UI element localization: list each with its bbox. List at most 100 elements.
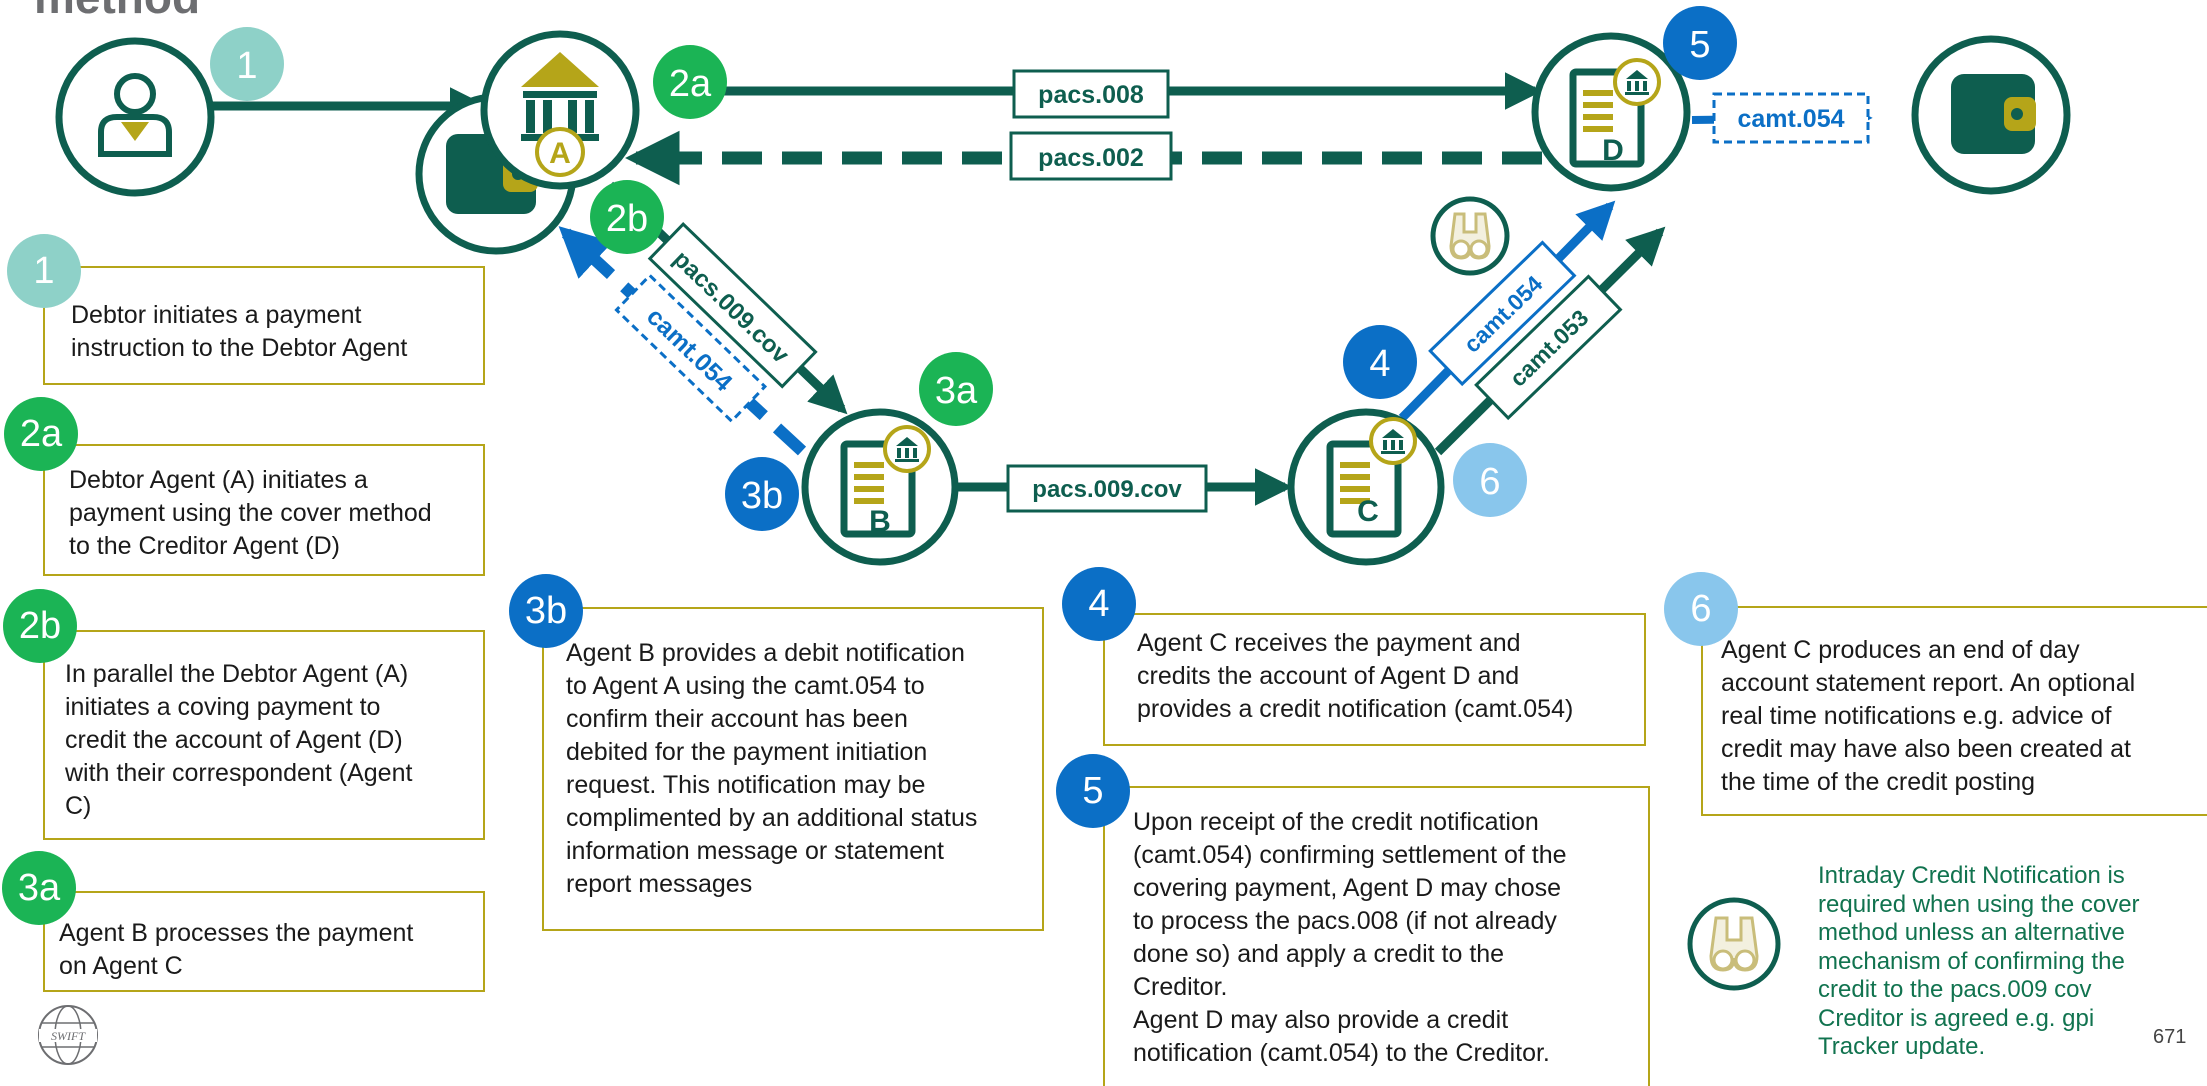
step-5-line: Creditor. [1133, 973, 1228, 1001]
node-creditor [1911, 35, 2071, 195]
node-creditor-agent-letter: D [1602, 134, 1624, 167]
svg-text:5: 5 [1689, 24, 1710, 66]
node-debtor-agent-letter: A [549, 137, 571, 170]
svg-text:3b: 3b [741, 475, 783, 517]
label-pacs002-text: pacs.002 [1038, 144, 1144, 172]
svg-text:2a: 2a [669, 63, 712, 105]
creditor-wallet-icon [1951, 74, 2036, 154]
page-number: 671 [2153, 1026, 2187, 1048]
node-debtor-agent: A [415, 30, 640, 255]
step-badge-6: 6 [1664, 572, 1738, 646]
label-camt054-c: camt.054 [1428, 240, 1577, 387]
step-3b-line: complimented by an additional status [566, 804, 978, 832]
step-6-line: account statement report. An optional [1721, 669, 2136, 697]
step-box-1: Debtor initiates a payment instruction t… [43, 266, 485, 385]
svg-text:1: 1 [236, 45, 257, 87]
node-agent-b-letter: B [869, 505, 891, 538]
flow-badge-5: 5 [1663, 6, 1737, 80]
mini-bank-icon [1625, 70, 1649, 95]
flow-badge-2b: 2b [590, 180, 664, 254]
flow-badge-3b: 3b [725, 457, 799, 531]
step-2a-line: Debtor Agent (A) initiates a [69, 466, 368, 494]
step-badge-2a: 2a [4, 397, 78, 471]
legend-line: method unless an alternative [1818, 919, 2125, 946]
legend-note: Intraday Credit Notification is required… [1818, 862, 2178, 1062]
step-5-line: (camt.054) confirming settlement of the [1133, 841, 1567, 869]
step-box-3a: Agent B processes the payment on Agent C [43, 891, 485, 992]
node-agent-c: C [1287, 408, 1445, 566]
step-3b-line: information message or statement [566, 837, 944, 865]
step-3a-line: Agent B processes the payment [59, 919, 414, 947]
agent-b-mini-bank-icon [895, 437, 919, 462]
svg-text:2b: 2b [606, 198, 648, 240]
step-badge-2b: 2b [3, 589, 77, 663]
flow-badge-4: 4 [1343, 325, 1417, 399]
person-icon [98, 73, 172, 157]
step-box-2a: Debtor Agent (A) initiates a payment usi… [43, 444, 485, 576]
step-box-4: Agent C receives the payment and credits… [1103, 613, 1646, 746]
label-pacs009cov-horiz: pacs.009.cov [1006, 464, 1208, 513]
legend-line: Intraday Credit Notification is [1818, 862, 2125, 889]
flow-badge-3a: 3a [919, 352, 993, 426]
step-badge-3b: 3b [509, 574, 583, 648]
step-5-line: Upon receipt of the credit notification [1133, 808, 1539, 836]
node-agent-c-letter: C [1357, 495, 1379, 528]
step-2b-line: initiates a coving payment to [65, 693, 381, 721]
page-title: method [34, 0, 200, 24]
node-debtor [55, 37, 215, 197]
step-5-line: Agent D may also provide a credit [1133, 1006, 1509, 1034]
step-5-line: done so) and apply a credit to the [1133, 940, 1505, 968]
step-2b-line: In parallel the Debtor Agent (A) [65, 660, 409, 688]
step-5-line: notification (camt.054) to the Creditor. [1133, 1039, 1550, 1067]
step-2a-line: to the Creditor Agent (D) [69, 532, 340, 560]
step-2a-line: payment using the cover method [69, 499, 432, 527]
step-badge-5: 5 [1056, 754, 1130, 828]
step-3b-line: to Agent A using the camt.054 to [566, 672, 925, 700]
node-creditor-agent: D [1531, 32, 1691, 192]
step-box-3b: Agent B provides a debit notification to… [542, 607, 1044, 931]
label-pacs009cov-horiz-text: pacs.009.cov [1032, 476, 1182, 503]
swift-logo-text: SWIFT [51, 1029, 86, 1043]
step-2b-line: credit the account of Agent (D) [65, 726, 403, 754]
legend-line: credit to the pacs.009 cov [1818, 976, 2092, 1003]
node-agent-b: B [801, 408, 959, 566]
step-4-line: provides a credit notification (camt.054… [1137, 695, 1574, 723]
step-6-line: credit may have also been created at [1721, 735, 2131, 763]
step-6-line: the time of the credit posting [1721, 768, 2036, 796]
binoculars-icon [1430, 196, 1510, 276]
step-badge-4: 4 [1062, 567, 1136, 641]
step-6-line: Agent C produces an end of day [1721, 636, 2080, 664]
step-5-line: to process the pacs.008 (if not already [1133, 907, 1557, 935]
document-icon [1569, 68, 1645, 168]
step-3b-line: request. This notification may be [566, 771, 926, 799]
step-3b-line: Agent B provides a debit notification [566, 639, 965, 667]
legend-binoculars-icon [1687, 897, 1781, 991]
svg-text:3a: 3a [935, 370, 978, 412]
flow-badge-2a: 2a [653, 45, 727, 119]
label-pacs002: pacs.002 [1009, 131, 1173, 181]
svg-text:4: 4 [1369, 343, 1390, 385]
step-4-line: credits the account of Agent D and [1137, 662, 1520, 690]
svg-text:6: 6 [1479, 461, 1500, 503]
step-1-line: Debtor initiates a payment [71, 301, 362, 329]
label-pacs008-text: pacs.008 [1038, 81, 1144, 109]
step-box-2b: In parallel the Debtor Agent (A) initiat… [43, 630, 485, 840]
step-2b-line: with their correspondent (Agent [65, 759, 413, 787]
step-2b-line: C) [65, 792, 92, 820]
step-badge-3a: 3a [2, 851, 76, 925]
step-box-5: Upon receipt of the credit notification … [1103, 786, 1650, 1086]
legend-line: Tracker update. [1818, 1033, 1986, 1060]
label-pacs008: pacs.008 [1012, 69, 1170, 119]
step-3b-line: debited for the payment initiation [566, 738, 928, 766]
label-camt054-d-text: camt.054 [1737, 105, 1844, 133]
flow-badge-1: 1 [210, 27, 284, 101]
agent-c-mini-bank-icon [1381, 429, 1405, 454]
label-camt054-d: camt.054 [1712, 92, 1870, 144]
legend-line: Creditor is agreed e.g. gpi [1818, 1004, 2095, 1032]
step-3a-line: on Agent C [59, 952, 183, 980]
step-1-line: instruction to the Debtor Agent [71, 334, 408, 362]
legend-line: required when using the cover [1818, 890, 2140, 918]
legend-line: mechanism of confirming the [1818, 947, 2125, 975]
step-3b-line: confirm their account has been [566, 705, 908, 733]
